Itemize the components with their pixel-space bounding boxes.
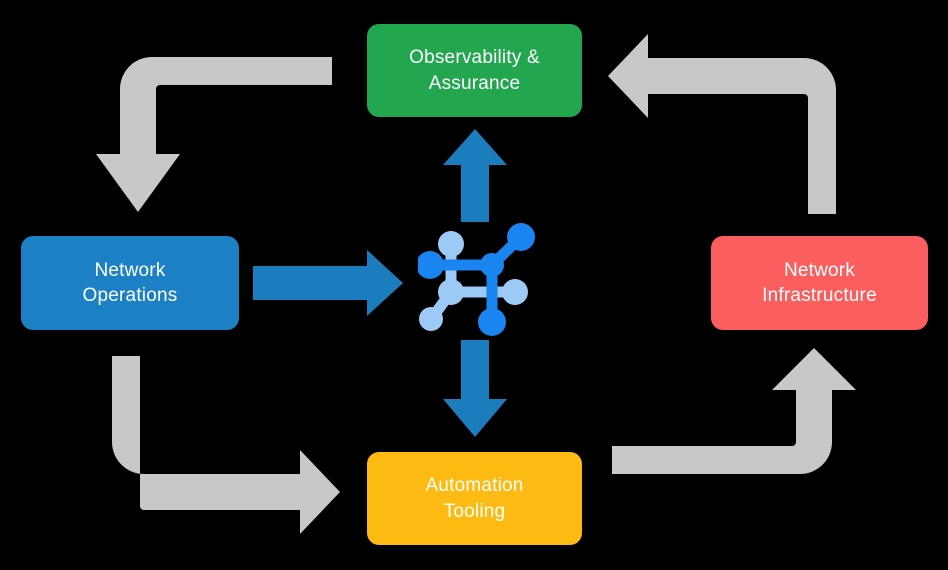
arrow-observability-to-operations [96, 57, 332, 212]
node-box-automation-tooling[interactable]: Automation Tooling [367, 452, 582, 545]
node-label-network-operations: Network Operations [82, 259, 178, 306]
arrow-automation-to-infrastructure [612, 348, 856, 474]
arrow-operations-to-automation [112, 356, 340, 534]
node-label-automation-tooling: Automation Tooling [425, 475, 524, 522]
arrow-operations-to-center [253, 250, 403, 316]
network-topology-icon [418, 223, 535, 336]
node-box-network-operations[interactable]: Network Operations [21, 236, 239, 330]
arrow-center-to-observability [443, 129, 507, 222]
node-label-network-infrastructure: Network Infrastructure [762, 259, 877, 306]
arrow-infrastructure-to-observability [608, 34, 836, 214]
arrow-center-to-automation [443, 340, 507, 437]
node-label-observability: Observability & Assurance [409, 47, 540, 94]
topology-dark-nodes [418, 223, 535, 336]
node-box-observability[interactable]: Observability & Assurance [367, 24, 582, 117]
topology-light-nodes [419, 231, 528, 331]
node-box-network-infrastructure[interactable]: Network Infrastructure [711, 236, 928, 330]
